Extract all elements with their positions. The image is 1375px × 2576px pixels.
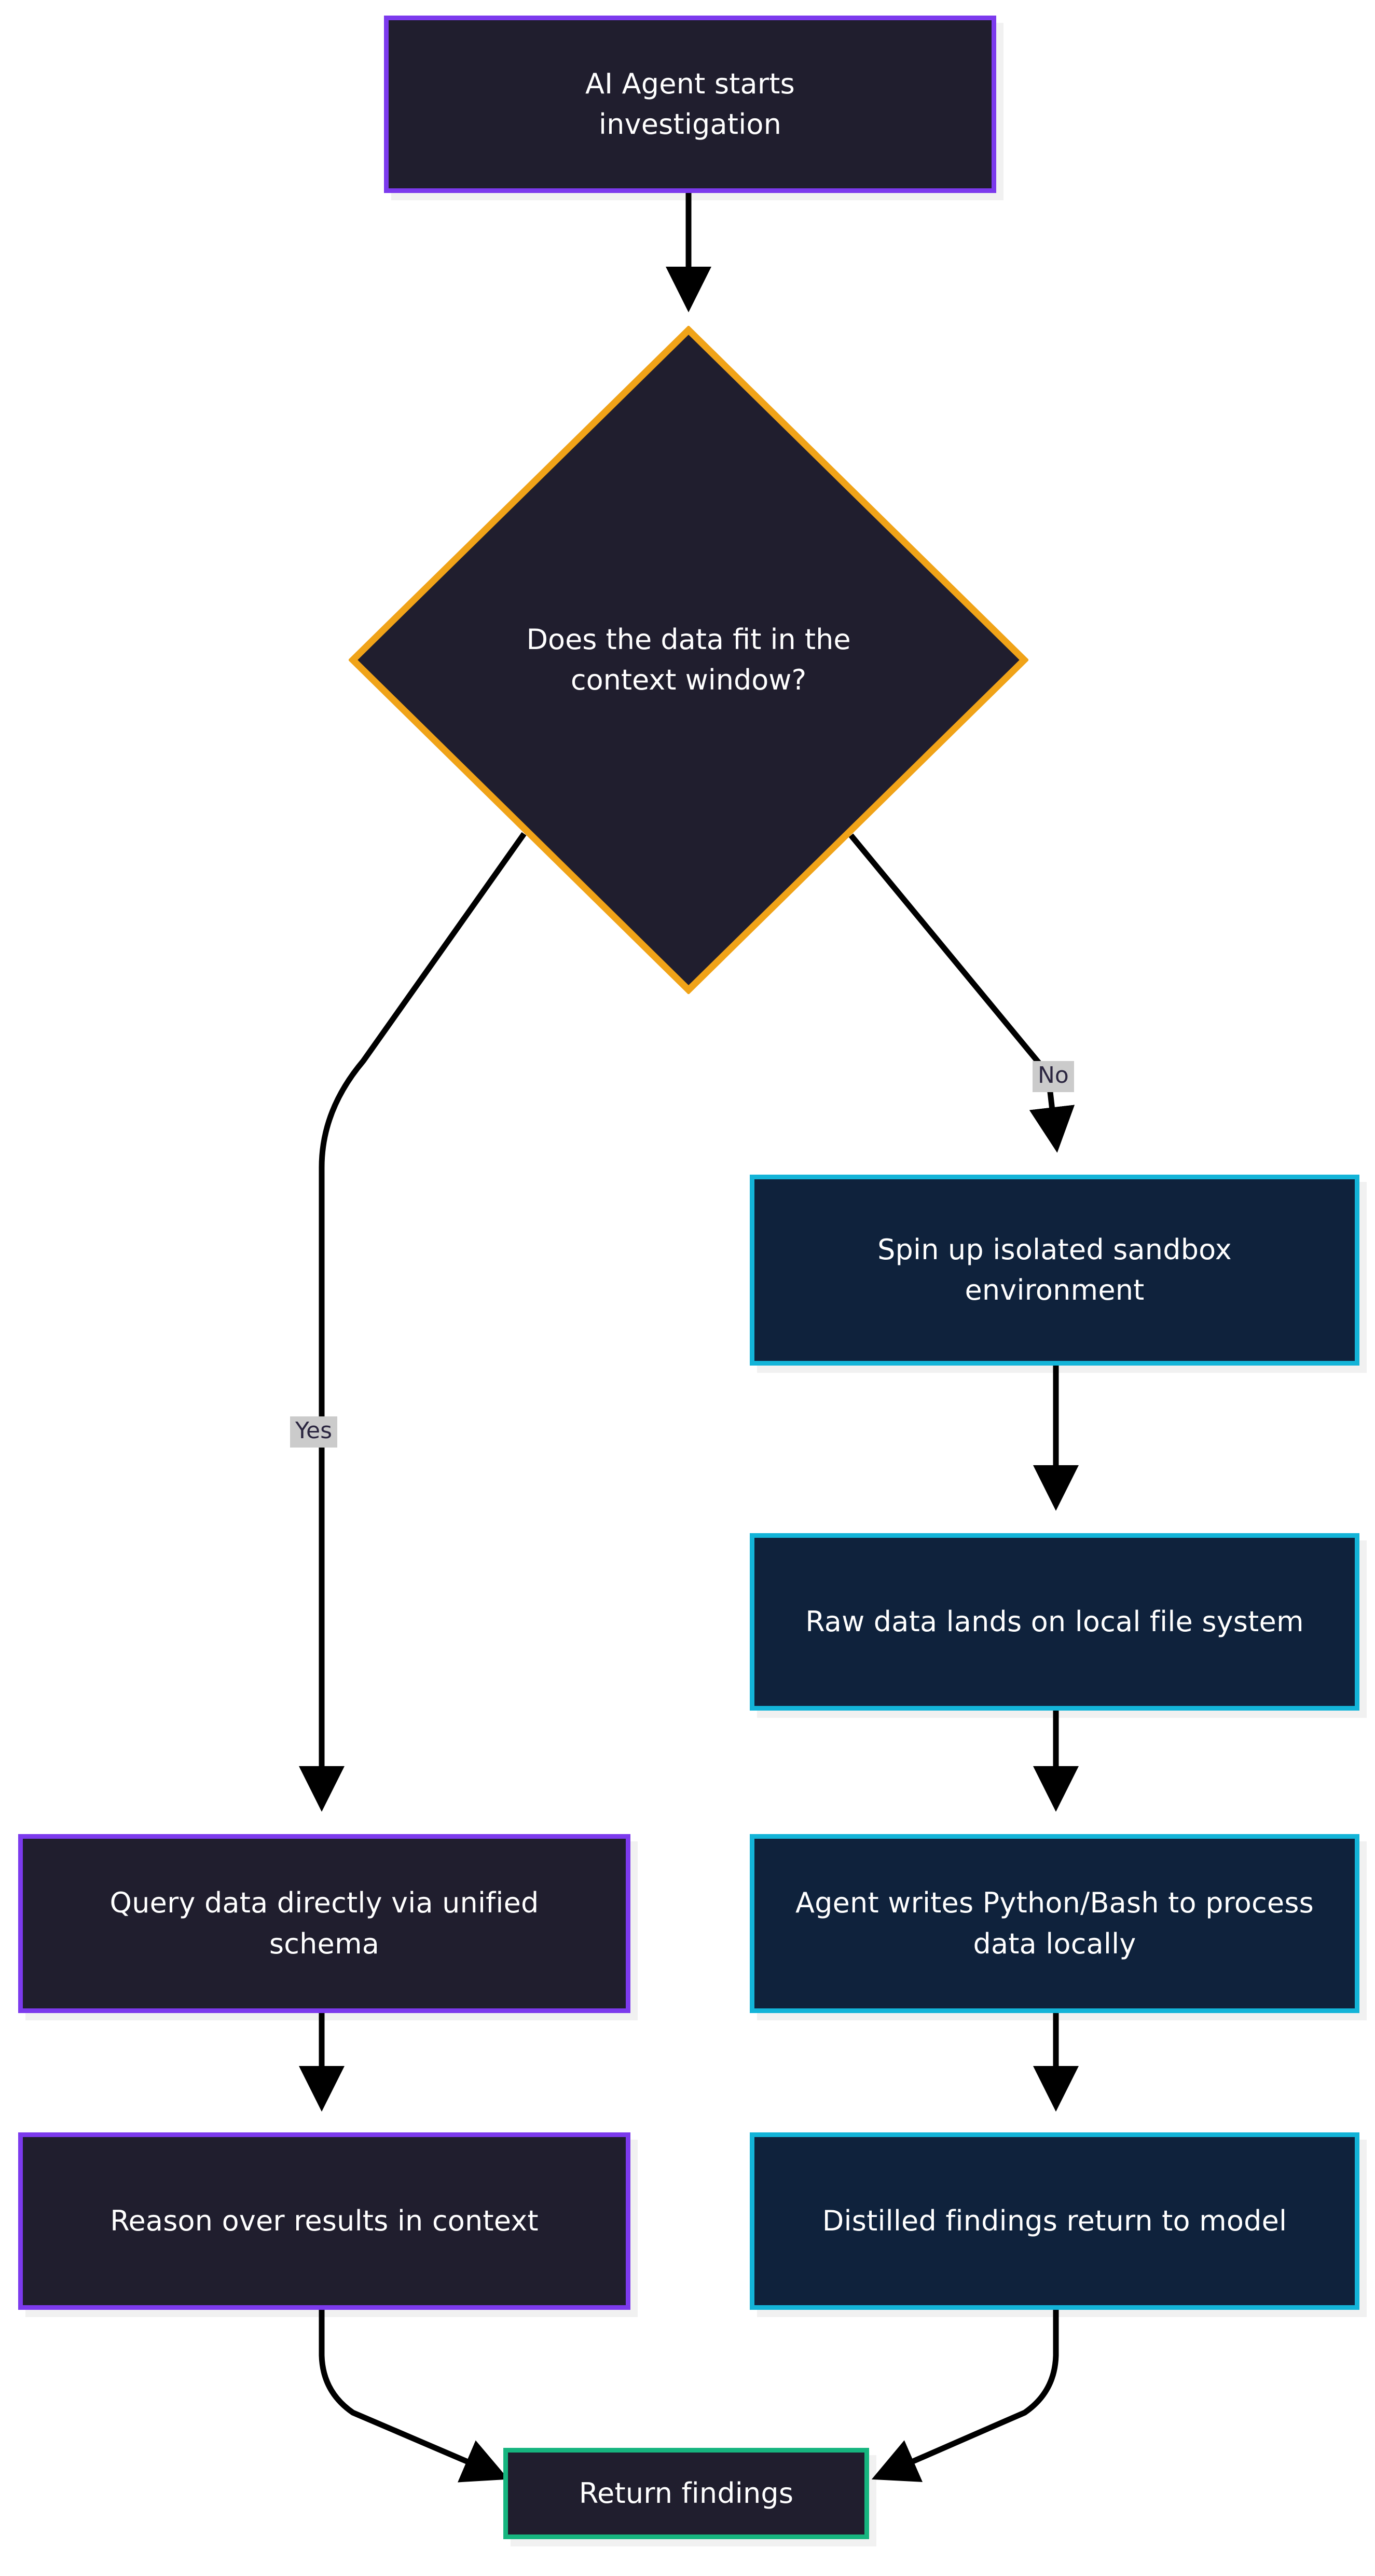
edge-label-yes: Yes [290,1416,338,1448]
edge-label-yes-text: Yes [295,1417,333,1444]
node-distilled-label: Distilled findings return to model [822,2204,1287,2237]
node-sandbox[interactable]: Spin up isolated sandbox environment [750,1175,1359,1366]
node-decision[interactable]: Does the data fit in the context window? [349,326,1028,994]
node-finish-label: Return findings [579,2476,794,2510]
node-finish[interactable]: Return findings [503,2448,869,2539]
diamond-shape [349,326,1028,994]
node-query[interactable]: Query data directly via unified schema [18,1834,630,2013]
node-reason[interactable]: Reason over results in context [18,2132,630,2310]
node-rawdata[interactable]: Raw data lands on local file system [750,1533,1359,1711]
edge-label-no: No [1033,1061,1074,1092]
edge-label-no-text: No [1038,1062,1069,1089]
node-decision-label: Does the data fit in the context window? [526,623,851,696]
node-decision-label-wrap: Does the data fit in the context window? [349,326,1028,994]
node-writes-label: Agent writes Python/Bash to process data… [795,1886,1314,1960]
edge-reason-to-finish [319,2310,509,2483]
node-sandbox-label: Spin up isolated sandbox environment [877,1233,1232,1306]
node-reason-label: Reason over results in context [110,2204,539,2237]
node-start[interactable]: AI Agent starts investigation [384,16,996,193]
node-distilled[interactable]: Distilled findings return to model [750,2132,1359,2310]
node-query-label: Query data directly via unified schema [109,1886,539,1960]
node-writes[interactable]: Agent writes Python/Bash to process data… [750,1834,1359,2013]
node-rawdata-label: Raw data lands on local file system [805,1605,1304,1638]
edge-distilled-to-finish [871,2310,1059,2482]
node-start-label: AI Agent starts investigation [585,67,795,141]
